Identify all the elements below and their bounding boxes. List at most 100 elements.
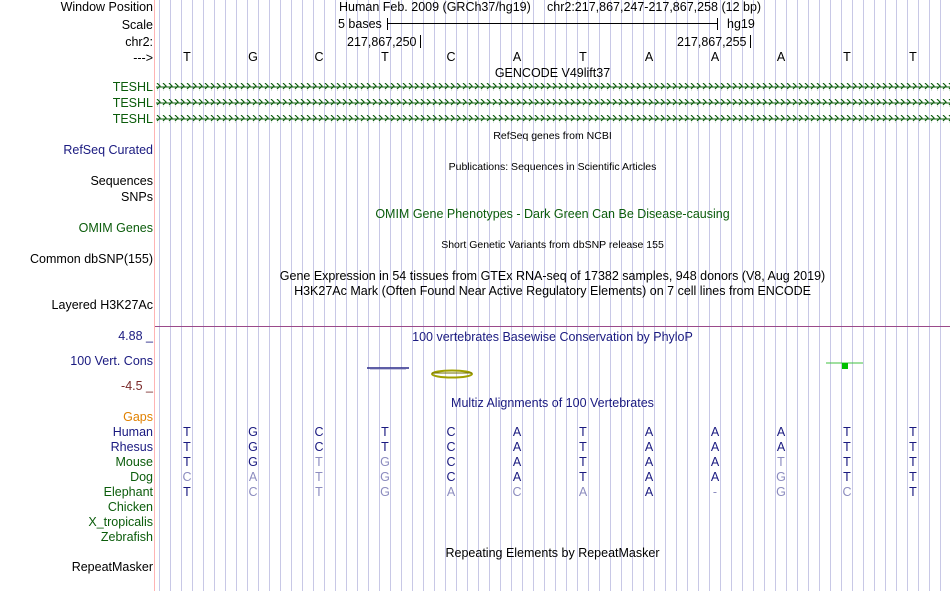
layered-h3k27ac-label[interactable]: Layered H3K27Ac	[51, 298, 153, 312]
species-label-x_tropicalis[interactable]: X_tropicalis	[88, 515, 153, 529]
alignment-base: C	[842, 485, 852, 499]
alignment-base: A	[710, 470, 720, 484]
position-range: chr2:217,867,247-217,867,258 (12 bp)	[547, 0, 762, 14]
alignment-base: T	[909, 455, 917, 469]
common-dbsnp-label[interactable]: Common dbSNP(155)	[30, 252, 153, 266]
gencode-track-title[interactable]: GENCODE V49lift37	[494, 66, 611, 80]
cons-axis-max: 4.88 _	[118, 329, 153, 343]
alignment-base: C	[446, 470, 456, 484]
alignment-base: T	[183, 455, 191, 469]
alignment-base: A	[512, 425, 522, 439]
species-label-rhesus[interactable]: Rhesus	[110, 440, 153, 454]
teshl-transcript-label-3[interactable]: TESHL	[112, 112, 153, 126]
reference-base: T	[843, 50, 851, 64]
alignment-base: T	[579, 455, 587, 469]
coordinate-left: 217,867,250	[347, 35, 417, 49]
species-label-mouse[interactable]: Mouse	[115, 455, 153, 469]
coordinate-tick-right	[750, 35, 751, 48]
species-label-elephant[interactable]: Elephant	[103, 485, 153, 499]
sequences-label[interactable]: Sequences	[90, 174, 153, 188]
cons-axis-min: -4.5 _	[121, 379, 153, 393]
window-position-label: Window Position	[60, 0, 153, 14]
alignment-base: A	[644, 485, 654, 499]
alignment-base: C	[314, 440, 324, 454]
species-label-chicken[interactable]: Chicken	[107, 500, 153, 514]
teshl-transcript-label-1[interactable]: TESHL	[112, 80, 153, 94]
alignment-base: A	[644, 425, 654, 439]
h3k27ac-track-title[interactable]: H3K27Ac Mark (Often Found Near Active Re…	[294, 284, 811, 298]
alignment-base: C	[446, 425, 456, 439]
species-label-human[interactable]: Human	[112, 425, 153, 439]
alignment-base: A	[248, 470, 258, 484]
alignment-base: A	[776, 425, 786, 439]
conservation-plot[interactable]	[360, 358, 880, 384]
teshl-transcript-3[interactable]	[156, 115, 950, 123]
species-label-dog[interactable]: Dog	[130, 470, 153, 484]
alignment-base: G	[776, 470, 786, 484]
alignment-base: T	[843, 470, 851, 484]
alignment-base: T	[579, 440, 587, 454]
alignment-base: T	[909, 470, 917, 484]
chromosome-label: chr2:	[125, 35, 153, 49]
omim-track-title[interactable]: OMIM Gene Phenotypes - Dark Green Can Be…	[375, 207, 730, 221]
coordinate-right: 217,867,255	[677, 35, 747, 49]
alignment-base: A	[446, 485, 456, 499]
alignment-base: G	[380, 455, 390, 469]
alignment-base: G	[380, 485, 390, 499]
alignment-base: A	[512, 470, 522, 484]
alignment-base: G	[776, 485, 786, 499]
alignment-base: T	[909, 425, 917, 439]
alignment-base: A	[644, 470, 654, 484]
alignment-base: G	[248, 440, 258, 454]
teshl-transcript-label-2[interactable]: TESHL	[112, 96, 153, 110]
alignment-base: T	[183, 485, 191, 499]
repeatmasker-track-title[interactable]: Repeating Elements by RepeatMasker	[445, 546, 660, 560]
reference-base: A	[512, 50, 522, 64]
teshl-transcript-1[interactable]	[156, 83, 950, 91]
cons-signal-3-point	[842, 363, 848, 369]
alignment-base: A	[710, 425, 720, 439]
alignment-base: A	[512, 440, 522, 454]
teshl-transcript-2[interactable]	[156, 99, 950, 107]
scale-bar-right-tick	[717, 18, 718, 30]
gaps-label[interactable]: Gaps	[123, 410, 153, 424]
scale-bar-text: 5 bases	[338, 17, 382, 31]
alignment-base: T	[579, 425, 587, 439]
reference-base: C	[314, 50, 324, 64]
alignment-base: G	[248, 425, 258, 439]
reference-base: T	[579, 50, 587, 64]
dbsnp-track-title[interactable]: Short Genetic Variants from dbSNP releas…	[441, 239, 664, 251]
alignment-base: C	[248, 485, 258, 499]
alignment-base: A	[512, 455, 522, 469]
multiz-track-title[interactable]: Multiz Alignments of 100 Vertebrates	[451, 396, 654, 410]
vert-cons-label[interactable]: 100 Vert. Cons	[70, 354, 153, 368]
refseq-curated-label[interactable]: RefSeq Curated	[63, 143, 153, 157]
alignment-base: T	[381, 440, 389, 454]
reference-base: G	[248, 50, 258, 64]
teshl-transcripts[interactable]	[156, 82, 950, 126]
database-label: hg19	[727, 17, 755, 31]
snps-label[interactable]: SNPs	[121, 190, 153, 204]
reference-base: A	[776, 50, 786, 64]
alignment-base: C	[512, 485, 522, 499]
scale-bar	[387, 23, 718, 24]
alignment-base: T	[315, 470, 323, 484]
gtex-track-title[interactable]: Gene Expression in 54 tissues from GTEx …	[279, 269, 826, 283]
scale-label: Scale	[121, 18, 153, 32]
alignment-base: A	[710, 440, 720, 454]
publications-track-title[interactable]: Publications: Sequences in Scientific Ar…	[448, 161, 657, 173]
alignment-base: T	[843, 425, 851, 439]
reference-base: T	[183, 50, 191, 64]
alignment-base: C	[446, 455, 456, 469]
alignment-base: A	[578, 485, 588, 499]
species-label-zebrafish[interactable]: Zebrafish	[100, 530, 153, 544]
alignment-base: C	[446, 440, 456, 454]
reference-base: T	[381, 50, 389, 64]
omim-genes-label[interactable]: OMIM Genes	[78, 221, 153, 235]
repeatmasker-label[interactable]: RepeatMasker	[71, 560, 153, 574]
phylop-track-title[interactable]: 100 vertebrates Basewise Conservation by…	[412, 330, 693, 344]
alignment-base: A	[644, 455, 654, 469]
alignment-base: T	[843, 440, 851, 454]
refseq-track-title[interactable]: RefSeq genes from NCBI	[493, 130, 612, 142]
